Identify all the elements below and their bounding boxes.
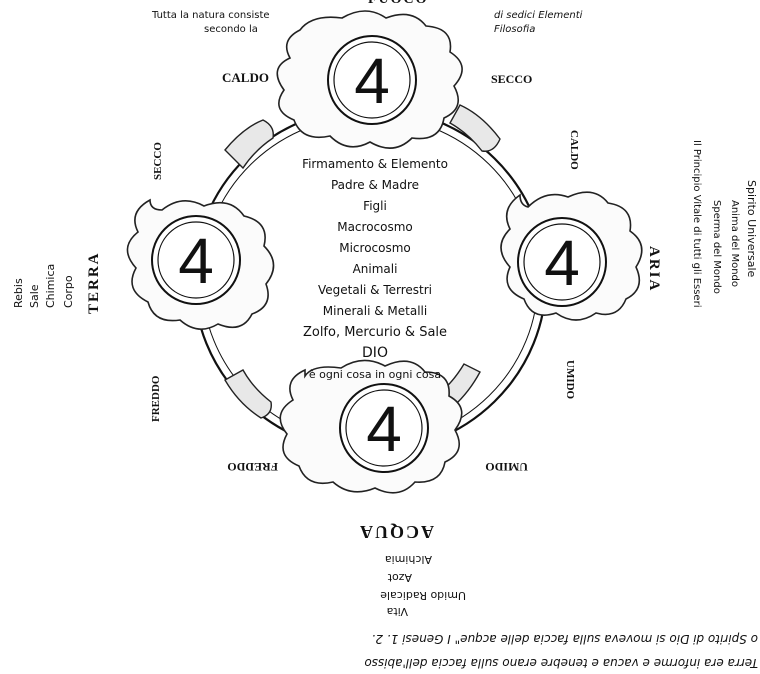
medallion-aria: 4 <box>518 218 606 306</box>
terra-label: Corpo <box>62 275 75 308</box>
aria-label: Sperma del Mondo <box>711 200 722 294</box>
terra-label: Sale <box>28 284 41 308</box>
center-line: Animali <box>250 259 500 280</box>
quality-freddo-left: FREDDO <box>150 376 162 422</box>
center-line: è ogni cosa in ogni cosa <box>250 364 500 385</box>
center-line: Minerali & Metalli <box>250 301 500 322</box>
center-line: Zolfo, Mercurio & Sale <box>250 322 500 343</box>
quality-freddo-bottom: FREDDO <box>227 459 278 474</box>
aria-label: Spirito Universale <box>745 180 758 277</box>
hand-top-right <box>450 105 500 151</box>
quality-caldo-right: CALDO <box>568 130 580 170</box>
center-line: Figli <box>250 196 500 217</box>
acqua-label: Alchimia <box>385 553 432 566</box>
quality-secco-left: SECCO <box>152 142 164 180</box>
center-line: Firmamento & Elemento <box>250 154 500 175</box>
top-left-line1: Tutta la natura consiste <box>152 10 270 21</box>
medallion-acqua: 4 <box>340 384 428 472</box>
acqua-label: Umido Radicale <box>380 589 466 602</box>
top-right-line2: Filosofia <box>494 24 535 35</box>
quality-umido-right: UMIDO <box>564 360 576 399</box>
element-aria: ARIA <box>645 246 662 292</box>
element-terra: TERRA <box>86 251 103 314</box>
quality-secco-top: SECCO <box>491 72 532 87</box>
center-line: Vegetali & Terrestri <box>250 280 500 301</box>
top-left-line2: secondo la <box>204 24 258 35</box>
center-line: DIO <box>250 343 500 364</box>
svg-text:4: 4 <box>544 227 580 299</box>
svg-text:4: 4 <box>366 393 402 465</box>
bottom-text-line2: Terra era informe e vacua e tenebre eran… <box>364 656 758 670</box>
medallion-terra: 4 <box>152 216 240 304</box>
svg-text:4: 4 <box>354 45 390 117</box>
center-line: Microcosmo <box>250 238 500 259</box>
aria-label: Anima del Mondo <box>729 200 740 287</box>
bottom-text-line1: o Spirito di Dio si moveva sulla faccia … <box>372 632 758 646</box>
terra-label: Rebis <box>12 278 25 308</box>
acqua-label: Azot <box>388 571 412 584</box>
center-line: Macrocosmo <box>250 217 500 238</box>
medallion-fuoco: 4 <box>328 36 416 124</box>
top-right-line1: di sedici Elementi <box>494 10 582 21</box>
center-line: Padre & Madre <box>250 175 500 196</box>
quality-caldo-top: CALDO <box>222 70 269 86</box>
aria-label: Il Principio Vitale di tutti gli Esseri <box>691 140 702 307</box>
terra-label: Chimica <box>44 264 57 308</box>
quality-umido-bottom: UMIDO <box>485 459 528 474</box>
acqua-label: Vita <box>387 605 408 618</box>
element-acqua: ACQUA <box>358 521 434 542</box>
svg-text:4: 4 <box>178 225 214 297</box>
center-text: Firmamento & Elemento Padre & Madre Figl… <box>250 154 500 385</box>
fuoco-label: FUOCO <box>368 0 429 8</box>
